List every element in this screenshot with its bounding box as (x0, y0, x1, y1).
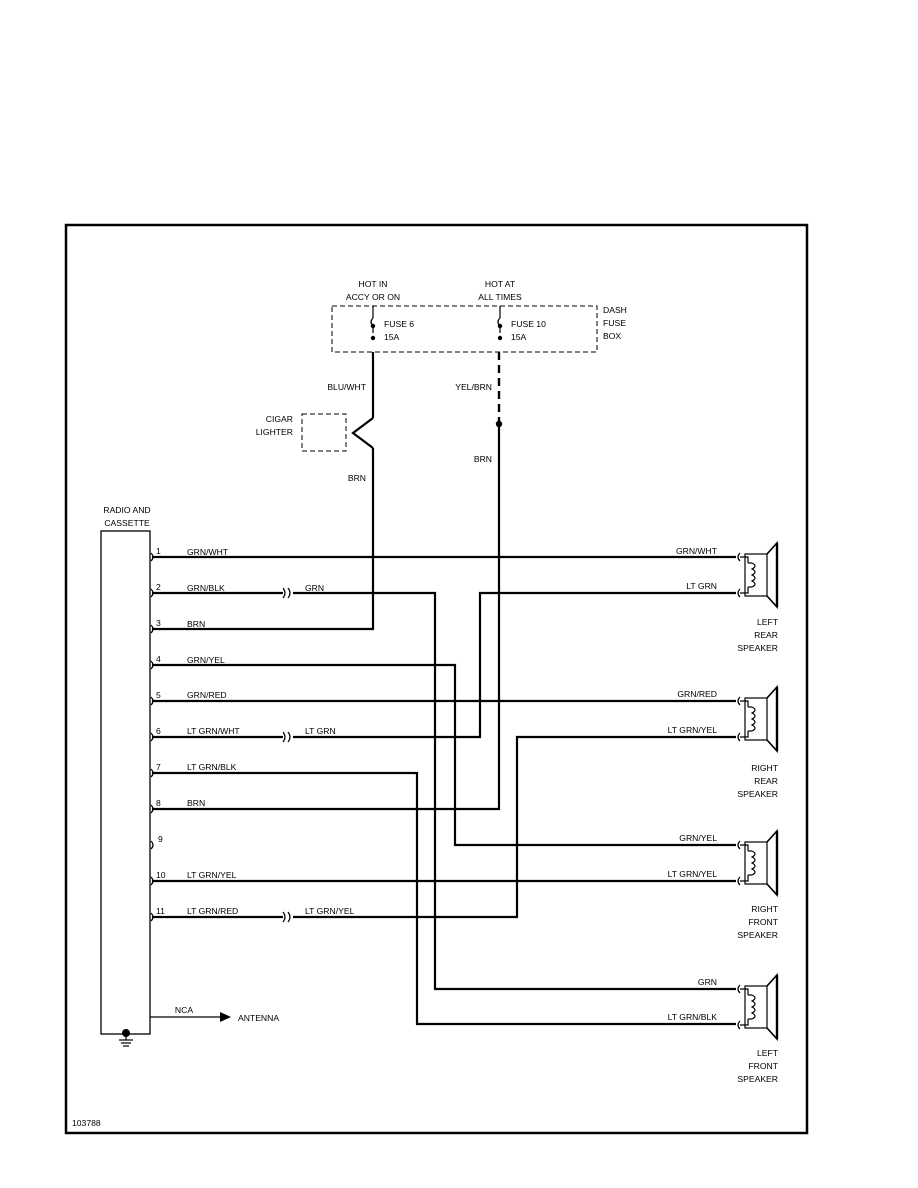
left-front-speaker-label-1: LEFT (757, 1048, 779, 1058)
radio-cassette (100, 530, 151, 1035)
left-front-speaker-label-2: FRONT (748, 1061, 778, 1071)
right-rear-speaker-label-2: REAR (754, 776, 778, 786)
inline-connector-pin2 (282, 587, 291, 599)
speakers (737, 540, 779, 1042)
pin-2-wire-label: GRN/BLK (187, 583, 225, 593)
right-front-speaker-label-3: SPEAKER (737, 930, 778, 940)
pin-1-number: 1 (156, 546, 161, 556)
pin-connector-9 (150, 840, 154, 850)
pin-6-number: 6 (156, 726, 161, 736)
fuse-box-label-3: BOX (603, 331, 621, 341)
pin-11-splice-label: LT GRN/YEL (305, 906, 355, 916)
antenna-label: ANTENNA (238, 1013, 279, 1023)
fuse-box-label-2: FUSE (603, 318, 626, 328)
inline-connector-pin6 (282, 731, 291, 743)
pin-9-number: 9 (158, 834, 163, 844)
left-rear-speaker-label-1: LEFT (757, 617, 779, 627)
pin-7-number: 7 (156, 762, 161, 772)
figure-id: 103788 (72, 1118, 101, 1128)
inline-connector-pin11 (282, 911, 291, 923)
radio-label-1: RADIO AND (103, 505, 150, 515)
pin-6-wire-label: LT GRN/WHT (187, 726, 240, 736)
left-front-bottom-wire-label: LT GRN/BLK (668, 1012, 718, 1022)
pin-3-wire-label: BRN (187, 619, 205, 629)
pin-connector-3 (150, 624, 154, 634)
brn-right-label: BRN (474, 454, 492, 464)
wire-pin4 (152, 663, 736, 847)
wire-pin7 (152, 771, 736, 1026)
pin-4-number: 4 (156, 654, 161, 664)
pin-2-splice-label: GRN (305, 583, 324, 593)
pin-1-wire-label: GRN/WHT (187, 547, 229, 557)
right-rear-bottom-wire-label: LT GRN/YEL (668, 725, 718, 735)
yel-brn-label: YEL/BRN (455, 382, 492, 392)
dash-fuse-box: HOT IN ACCY OR ON HOT AT ALL TIMES DASH … (331, 279, 627, 353)
ground-icon (119, 1029, 133, 1047)
wire-pin11 (152, 735, 736, 919)
pin-3-number: 3 (156, 618, 161, 628)
radio-label-2: CASSETTE (104, 518, 150, 528)
fuse-6-rating: 15A (384, 332, 400, 342)
left-rear-speaker-label-2: REAR (754, 630, 778, 640)
wire-pin2 (152, 591, 736, 991)
left-rear-top-wire-label: GRN/WHT (676, 546, 718, 556)
pin-6-splice-label: LT GRN (305, 726, 336, 736)
fuse-10 (497, 306, 503, 341)
brn-pin8-wire (152, 424, 501, 811)
right-front-speaker-icon (737, 828, 779, 898)
hot-in-label-2: ACCY OR ON (346, 292, 400, 302)
left-front-top-wire-label: GRN (698, 977, 717, 987)
pin-11-wire-label: LT GRN/RED (187, 906, 238, 916)
pin-7-wire-label: LT GRN/BLK (187, 762, 237, 772)
fuse-6 (370, 306, 376, 341)
pin-10-number: 10 (156, 870, 166, 880)
hot-at-label-1: HOT AT (485, 279, 516, 289)
fuse-box-outline (331, 305, 598, 353)
right-front-bottom-wire-label: LT GRN/YEL (668, 869, 718, 879)
fuse-6-label: FUSE 6 (384, 319, 414, 329)
blu-wht-label: BLU/WHT (327, 382, 366, 392)
left-front-speaker-label-3: SPEAKER (737, 1074, 778, 1084)
brn-left-label: BRN (348, 473, 366, 483)
brn-lighter-wire (152, 448, 375, 631)
pin-8-number: 8 (156, 798, 161, 808)
pin-8-wire-label: BRN (187, 798, 205, 808)
left-rear-speaker-label-3: SPEAKER (737, 643, 778, 653)
nca-label: NCA (175, 1005, 193, 1015)
cigar-lighter (301, 413, 374, 452)
diagram-frame (64, 223, 809, 1135)
right-front-top-wire-label: GRN/YEL (679, 833, 717, 843)
pin-10-wire-label: LT GRN/YEL (187, 870, 237, 880)
pin-4-wire-label: GRN/YEL (187, 655, 225, 665)
cigar-lighter-label-1: CIGAR (266, 414, 293, 424)
left-front-speaker-icon (737, 972, 779, 1042)
right-rear-top-wire-label: GRN/RED (677, 689, 717, 699)
left-rear-speaker-icon (737, 540, 779, 610)
right-front-speaker-label-2: FRONT (748, 917, 778, 927)
antenna-lead (150, 1012, 231, 1022)
right-rear-speaker-icon (737, 684, 779, 754)
fuse-box-label-1: DASH (603, 305, 627, 315)
right-front-speaker-label-1: RIGHT (751, 904, 778, 914)
cigar-lighter-label-2: LIGHTER (256, 427, 293, 437)
wire-pin6 (152, 591, 736, 739)
hot-in-label-1: HOT IN (359, 279, 388, 289)
pin-11-number: 11 (156, 906, 165, 916)
right-rear-speaker-label-3: SPEAKER (737, 789, 778, 799)
pin-5-wire-label: GRN/RED (187, 690, 227, 700)
right-rear-speaker-label-1: RIGHT (751, 763, 778, 773)
pin-2-number: 2 (156, 582, 161, 592)
fuse-10-rating: 15A (511, 332, 527, 342)
fuse-10-label: FUSE 10 (511, 319, 546, 329)
hot-at-label-2: ALL TIMES (478, 292, 522, 302)
pin-5-number: 5 (156, 690, 161, 700)
pin-connector-8 (150, 804, 154, 814)
left-rear-bottom-wire-label: LT GRN (686, 581, 717, 591)
